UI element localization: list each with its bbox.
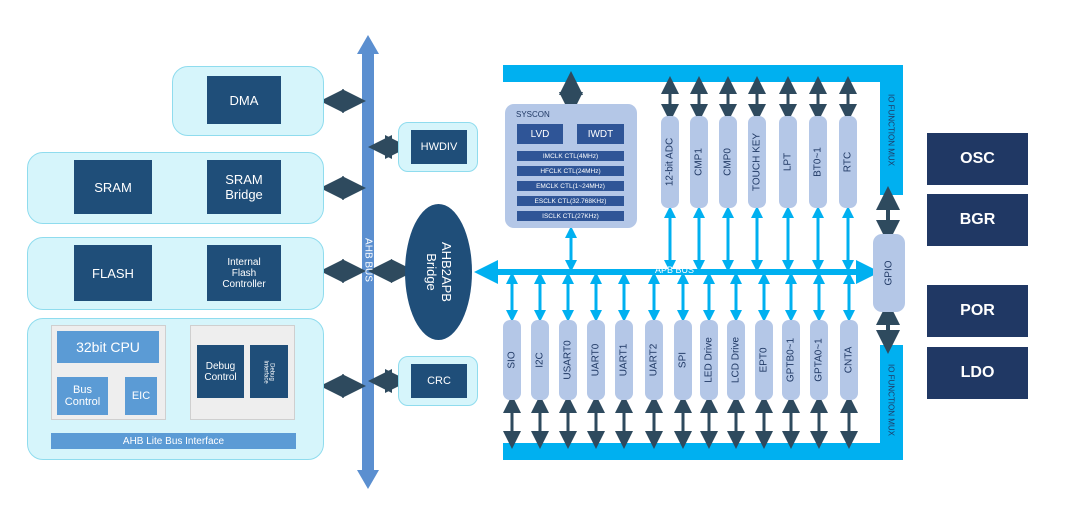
clock-ctl: HFCLK CTL(24MHz) — [517, 166, 624, 176]
bottom-peripheral: UART1 — [615, 320, 633, 400]
bgr-block: BGR — [927, 194, 1028, 246]
top-peripheral-label: CMP0 — [722, 148, 734, 176]
ldo-block: LDO — [927, 347, 1028, 399]
debug-control-block: Debug Control — [197, 345, 244, 398]
osc-block: OSC — [927, 133, 1028, 185]
bottom-peripheral-label: EPT0 — [758, 347, 770, 373]
bottom-peripheral: SPI — [674, 320, 692, 400]
cpu-block: 32bit CPU — [57, 331, 159, 363]
debug-interface-label: Debug Interface — [262, 359, 275, 384]
top-peripheral-label: 12-bit ADC — [664, 137, 676, 187]
clock-ctl: ESCLK CTL(32.768KHz) — [517, 196, 624, 206]
por-block: POR — [927, 285, 1028, 337]
io-mux-bottom-bar — [503, 443, 903, 460]
top-peripheral: 12-bit ADC — [661, 116, 679, 208]
bottom-peripheral: USART0 — [559, 320, 577, 400]
bottom-peripheral: CNTA — [840, 320, 858, 400]
ahb-bus-label: AHB BUS — [362, 238, 374, 282]
flash-block: FLASH — [74, 245, 152, 301]
gpio-block: GPIO — [873, 234, 905, 312]
bottom-peripheral: EPT0 — [755, 320, 773, 400]
top-peripheral-label: TOUCH KEY — [751, 132, 763, 192]
top-peripheral-label: RTC — [842, 151, 854, 173]
bottom-peripheral-label: SIO — [506, 351, 518, 369]
top-peripheral: LPT — [779, 116, 797, 208]
io-mux-top-label: IO FUNCTION MUX — [886, 94, 896, 166]
bottom-peripheral: UART2 — [645, 320, 663, 400]
hwdiv-block: HWDIV — [411, 130, 467, 164]
flash-controller-block: Internal Flash Controller — [207, 245, 281, 301]
bottom-peripheral: GPTB0~1 — [782, 320, 800, 400]
top-peripheral: CMP0 — [719, 116, 737, 208]
bus-control-block: Bus Control — [57, 377, 108, 415]
ahb2apb-label: AHB2APB Bridge — [423, 242, 454, 302]
debug-interface-block: Debug Interface — [250, 345, 288, 398]
io-mux-top-bar — [503, 65, 903, 82]
bottom-peripheral-label: LCD Drive — [730, 336, 742, 384]
bottom-peripheral-label: USART0 — [562, 340, 574, 380]
bottom-peripheral-label: GPTA0~1 — [813, 338, 825, 382]
clock-ctl: ISCLK CTL(27KHz) — [517, 211, 624, 221]
ahb-lite-bus-interface: AHB Lite Bus Interface — [51, 433, 296, 449]
syscon-iwdt: IWDT — [577, 124, 624, 144]
io-mux-right-bottom — [880, 345, 903, 460]
bottom-peripheral: GPTA0~1 — [810, 320, 828, 400]
top-peripheral: TOUCH KEY — [748, 116, 766, 208]
crc-block: CRC — [411, 364, 467, 398]
sram-bridge-block: SRAM Bridge — [207, 160, 281, 214]
gpio-label: GPIO — [883, 260, 895, 286]
top-peripheral-label: LPT — [782, 152, 794, 172]
top-peripheral: RTC — [839, 116, 857, 208]
bottom-peripheral: SIO — [503, 320, 521, 400]
top-peripheral: BT0~1 — [809, 116, 827, 208]
eic-block: EIC — [125, 377, 157, 415]
top-peripheral: CMP1 — [690, 116, 708, 208]
apb-bus-label: APB BUS — [655, 265, 695, 275]
bottom-peripheral-label: I2C — [534, 352, 546, 368]
syscon-lvd: LVD — [517, 124, 563, 144]
bottom-peripheral-label: UART1 — [618, 343, 630, 377]
bottom-peripheral-label: SPI — [677, 351, 689, 369]
bottom-peripheral: I2C — [531, 320, 549, 400]
bottom-peripheral: UART0 — [587, 320, 605, 400]
io-mux-bottom-label: IO FUNCTION MUX — [886, 364, 896, 436]
clock-ctl: IMCLK CTL(4MHz) — [517, 151, 624, 161]
top-peripheral-label: BT0~1 — [812, 147, 824, 177]
bottom-peripheral-label: UART0 — [590, 343, 602, 377]
bottom-peripheral-label: GPTB0~1 — [785, 337, 797, 383]
io-mux-right-top — [880, 65, 903, 195]
clock-ctl: EMCLK CTL(1~24MHz) — [517, 181, 624, 191]
syscon-title: SYSCON — [516, 110, 550, 119]
bottom-peripheral: LCD Drive — [727, 320, 745, 400]
ahb2apb-bridge: AHB2APB Bridge — [405, 204, 472, 340]
bottom-peripheral: LED Drive — [700, 320, 718, 400]
bottom-peripheral-label: CNTA — [843, 346, 855, 374]
bottom-peripheral-label: UART2 — [648, 343, 660, 377]
top-peripheral-label: CMP1 — [693, 148, 705, 176]
bottom-peripheral-label: LED Drive — [703, 337, 715, 383]
dma-block: DMA — [207, 76, 281, 124]
sram-block: SRAM — [74, 160, 152, 214]
